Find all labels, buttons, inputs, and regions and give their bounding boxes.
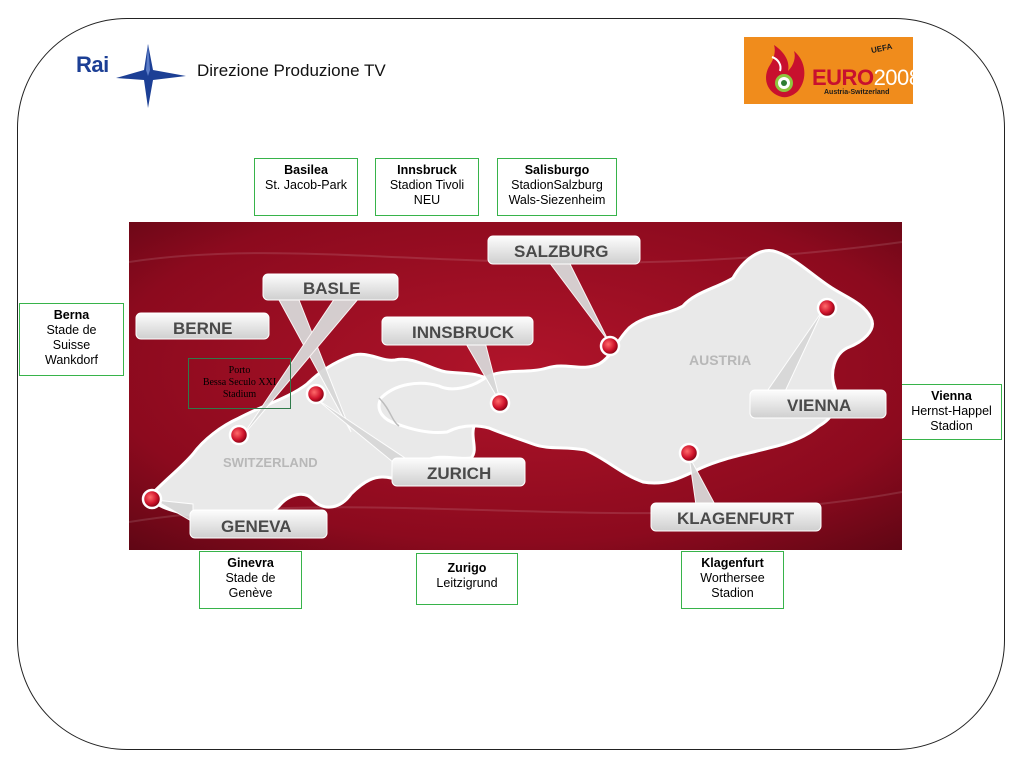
venue-city: Innsbruck — [397, 163, 457, 177]
venue-stadium: Hernst-Happel — [911, 404, 992, 418]
venue-stadium: Genève — [228, 586, 273, 600]
plate-geneva — [189, 509, 328, 539]
venue-stadium: Stadion Tivoli — [389, 178, 465, 192]
venue-city: Basilea — [284, 163, 328, 177]
plate-zurich — [391, 457, 526, 487]
pin-innsbruck-icon — [489, 392, 511, 414]
austria-shape — [377, 249, 874, 485]
porto-note-box: Porto Bessa Seculo XXI Stadium — [188, 358, 291, 409]
plate-vienna — [749, 389, 887, 419]
venue-stadium: Worthersee — [700, 571, 765, 585]
flame-emblem-icon — [766, 45, 805, 98]
venue-box-berna: Berna Stade de Suisse Wankdorf — [19, 303, 124, 376]
venue-box-zurigo: Zurigo Leitzigrund — [416, 553, 518, 605]
venue-stadium: Suisse — [52, 338, 91, 352]
callout-pointers — [154, 261, 824, 523]
map-label-berne: BERNE — [173, 319, 233, 338]
venue-city: Berna — [53, 308, 90, 322]
euro-subtitle: Austria-Switzerland — [824, 89, 890, 96]
venue-box-vienna: Vienna Hernst-Happel Stadion — [901, 384, 1002, 440]
plate-innsbruck — [381, 316, 534, 346]
venue-stadium: NEU — [413, 193, 441, 207]
map-label-basle: BASLE — [303, 279, 361, 298]
rai-star-logo-icon — [116, 44, 186, 108]
venue-city: Ginevra — [227, 556, 274, 570]
map-label-innsbruck: INNSBRUCK — [412, 323, 515, 342]
venue-stadium: Stade de — [46, 323, 97, 337]
map-label-klagenfurt: KLAGENFURT — [677, 509, 795, 528]
venue-city: Salisburgo — [524, 163, 590, 177]
pin-geneva-icon — [141, 488, 163, 510]
euro2008-logo: UEFA EURO2008 Austria-Switzerland — [744, 37, 913, 104]
plate-basle — [262, 273, 399, 301]
location-pins — [141, 297, 838, 510]
venue-box-ginevra: Ginevra Stade de Genève — [199, 551, 302, 609]
uefa-label: UEFA — [870, 41, 894, 56]
euro-year: 2008 — [873, 65, 913, 90]
venue-stadium: StadionSalzburg — [511, 178, 603, 192]
venue-stadium: Stadion — [711, 586, 754, 600]
city-plates: SALZBURG BASLE BERNE INNSBRUCK VIENNA ZU… — [135, 235, 887, 539]
venue-stadium: Wankdorf — [44, 353, 99, 367]
venue-stadium: Wals-Siezenheim — [508, 193, 606, 207]
venue-box-klagenfurt: Klagenfurt Worthersee Stadion — [681, 551, 784, 609]
pin-berne-icon — [228, 424, 250, 446]
venue-stadium: Stadion — [930, 419, 973, 433]
porto-note-line: Stadium — [222, 389, 257, 400]
venue-stadium: Leitzigrund — [436, 576, 498, 590]
venue-city: Zurigo — [447, 561, 487, 575]
tournament-map: AUSTRIA SWITZERLAND SALZBURG BASLE BERNE… — [129, 222, 902, 550]
porto-note-line: Porto — [228, 365, 251, 376]
pin-basle-icon — [305, 383, 327, 405]
map-label-salzburg: SALZBURG — [514, 242, 608, 261]
euro-wordmark: EURO2008 — [812, 65, 913, 91]
slide-frame — [17, 18, 1005, 750]
plate-salzburg — [487, 235, 641, 265]
pin-klagenfurt-icon — [678, 442, 700, 464]
euro-word: EURO — [812, 65, 874, 90]
venue-box-salisburgo: Salisburgo StadionSalzburg Wals-Siezenhe… — [497, 158, 617, 216]
map-label-geneva: GENEVA — [221, 517, 292, 536]
plate-klagenfurt — [650, 502, 822, 532]
pin-vienna-icon — [816, 297, 838, 319]
rai-logo-text: Rai — [76, 52, 109, 77]
map-label-austria: AUSTRIA — [689, 352, 751, 368]
venue-stadium: Stade de — [225, 571, 276, 585]
venue-city: Vienna — [931, 389, 972, 403]
venue-box-innsbruck: Innsbruck Stadion Tivoli NEU — [375, 158, 479, 216]
venue-city: Klagenfurt — [701, 556, 764, 570]
porto-note-line: Bessa Seculo XXI — [202, 377, 277, 388]
map-label-switzerland: SWITZERLAND — [223, 455, 318, 470]
venue-box-basilea: Basilea St. Jacob-Park — [254, 158, 358, 216]
map-svg: AUSTRIA SWITZERLAND SALZBURG BASLE BERNE… — [129, 222, 902, 550]
department-title: Direzione Produzione TV — [197, 61, 386, 80]
map-label-vienna: VIENNA — [787, 396, 851, 415]
pin-salzburg-icon — [599, 335, 621, 357]
venue-stadium: St. Jacob-Park — [265, 178, 347, 192]
map-label-zurich: ZURICH — [427, 464, 491, 483]
plate-berne — [135, 312, 270, 340]
border-line — [378, 397, 400, 427]
